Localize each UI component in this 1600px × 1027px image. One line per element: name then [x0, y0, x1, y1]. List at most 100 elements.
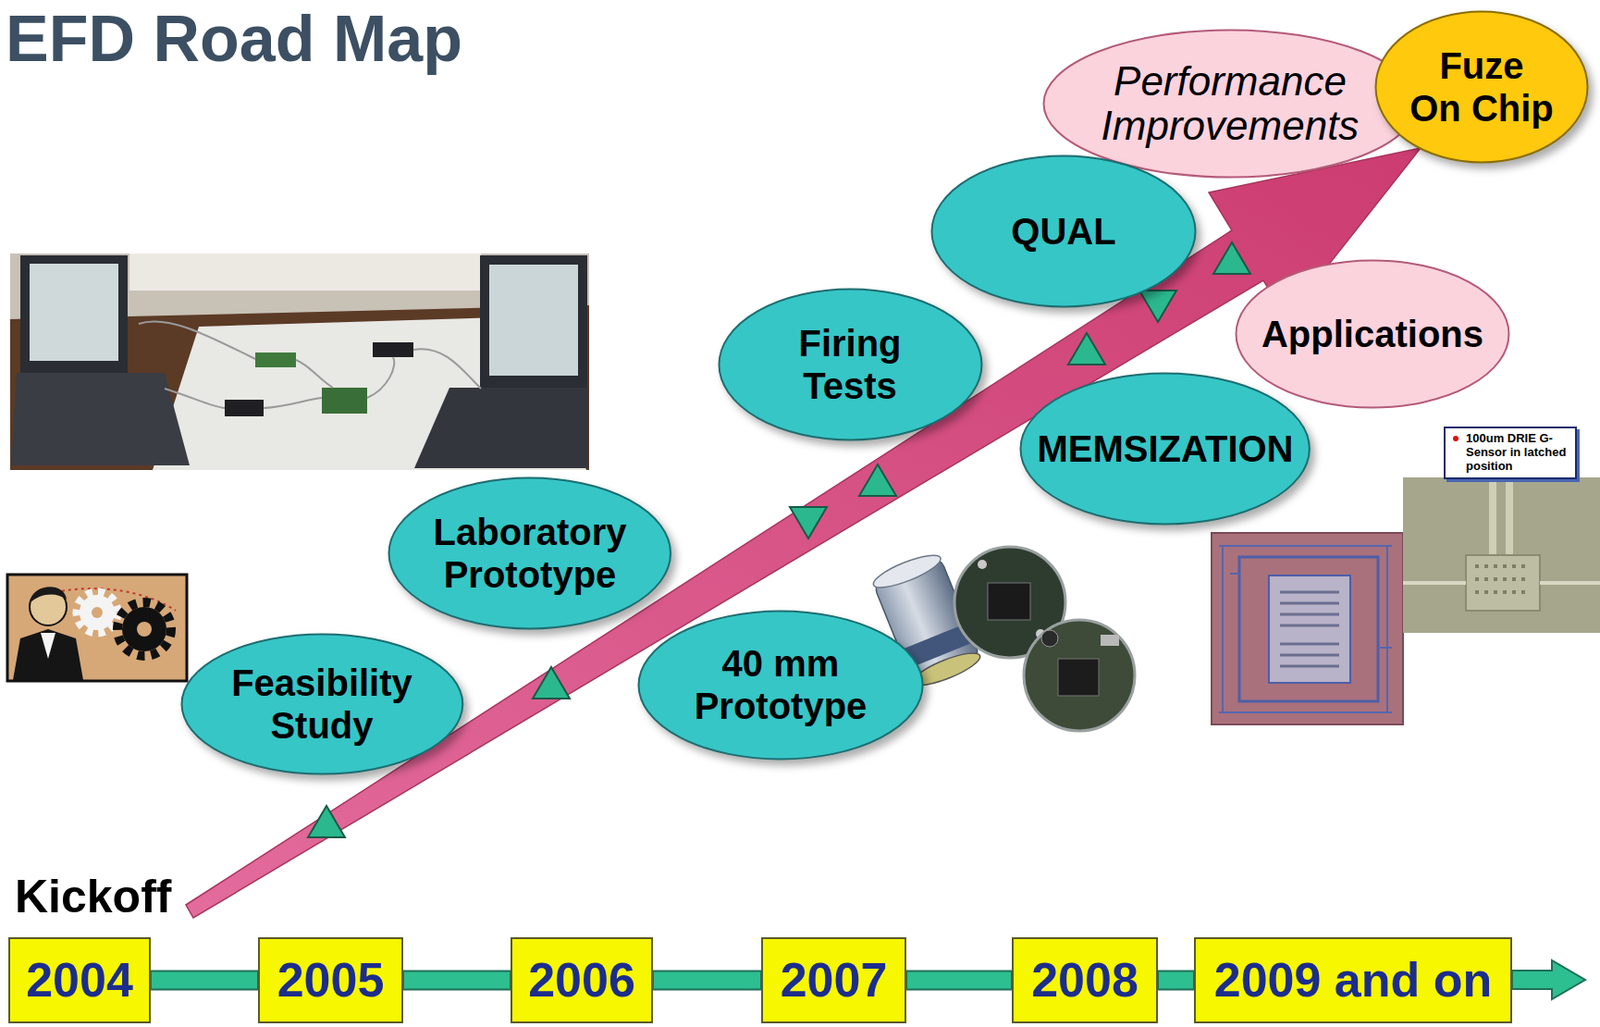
laptop-base	[11, 372, 190, 466]
bar-body	[403, 971, 511, 990]
circuit-board	[321, 387, 368, 414]
icon-frame	[7, 574, 187, 681]
year-box: 2008	[1011, 936, 1158, 1023]
cylinder-top	[870, 549, 945, 594]
circuit-disc	[1023, 619, 1135, 731]
chip-traces	[1218, 545, 1392, 713]
usb-dongle	[372, 342, 414, 357]
node-text-group: 2009 and on	[1214, 952, 1493, 1009]
node-text-group: 2005	[277, 952, 385, 1009]
mems-chip	[1211, 532, 1404, 725]
image-caption-box: 100um DRIE G-Sensor in latched position	[1443, 426, 1577, 480]
node-text-group: QUAL	[1010, 209, 1116, 253]
disc-board	[1023, 619, 1135, 731]
circuit-board	[255, 352, 296, 368]
phase-label: 40 mm Prototype	[674, 641, 887, 727]
sensor-mass	[1465, 554, 1540, 611]
disc-chip	[1058, 658, 1099, 696]
node-text-group: Firing Tests	[775, 321, 924, 407]
year-box: 2009 and on	[1193, 936, 1513, 1023]
node-text-group: 2007	[780, 952, 888, 1009]
sensor-rail	[1403, 580, 1600, 585]
photo-window	[129, 253, 481, 291]
ellipse-shape	[638, 610, 923, 759]
g-sensor-photo	[1403, 477, 1600, 633]
diagram-title: EFD Road Map	[5, 1, 463, 76]
phase-label: Performance Improvements	[1091, 59, 1369, 149]
timeline-bar	[403, 971, 511, 990]
sensor-image	[1403, 477, 1600, 633]
disc-chip	[987, 582, 1031, 620]
node-text-group: MEMSIZATION	[1036, 427, 1293, 470]
laptop-screen	[20, 255, 128, 373]
bullet-mark	[1452, 435, 1459, 442]
phase-label: Fuze On Chip	[1409, 44, 1555, 130]
sensor-beam	[1505, 477, 1514, 561]
ellipse-outline	[637, 609, 924, 761]
bar-body	[906, 971, 1012, 990]
year-label: 2004	[25, 952, 134, 1009]
milestone-triangle	[1213, 242, 1251, 274]
milestone-triangle	[307, 805, 345, 837]
phase-ellipse: Feasibility Study	[180, 632, 465, 776]
node-text-group: Feasibility Study	[220, 661, 424, 747]
ellipse-shape	[932, 156, 1196, 308]
caption-text: 100um DRIE G-Sensor in latched position	[1465, 431, 1570, 474]
timeline-bar	[1157, 971, 1194, 990]
circuit-disc	[954, 546, 1066, 658]
milestone-triangle	[532, 666, 570, 699]
chip-comb	[1280, 591, 1340, 666]
phase-label: MEMSIZATION	[1036, 427, 1293, 470]
phase-ellipse: 40 mm Prototype	[637, 609, 924, 761]
laptop-base	[414, 387, 589, 468]
sensor-holes	[1475, 566, 1531, 592]
ellipse-outline	[717, 287, 984, 442]
year-label: 2009 and on	[1214, 952, 1493, 1009]
gear-white-teeth	[76, 591, 118, 633]
sensor-beam	[1489, 477, 1497, 561]
gear-hole	[91, 606, 103, 618]
disc-part	[1041, 629, 1059, 647]
node-text-group: 2008	[1031, 952, 1139, 1009]
milestone-triangle	[789, 506, 827, 539]
ellipse-shape	[181, 634, 463, 775]
phase-label: Applications	[1261, 312, 1484, 356]
person-suit	[12, 628, 84, 680]
phase-label: QUAL	[1010, 209, 1116, 253]
ellipse-outline	[1374, 10, 1589, 164]
lab-photo	[10, 253, 590, 470]
ellipse-shape	[718, 289, 982, 441]
phase-label: Firing Tests	[775, 321, 924, 407]
timeline-bar	[906, 971, 1012, 990]
phase-label: Feasibility Study	[220, 661, 424, 747]
person-hair	[29, 586, 67, 604]
ellipse-shape	[1021, 373, 1310, 525]
year-box: 2005	[258, 936, 404, 1023]
laptop-screen	[480, 255, 588, 388]
milestone-ellipse: Applications	[1234, 258, 1511, 409]
phase-label: Laboratory Prototype	[423, 510, 637, 596]
laptop-display	[29, 263, 119, 361]
year-box: 2007	[761, 936, 907, 1023]
year-box: 2006	[510, 936, 653, 1023]
timeline-arrowhead	[1512, 960, 1586, 999]
timeline-bar	[150, 971, 259, 990]
ellipse-shape	[1236, 260, 1510, 408]
laptop-display	[489, 264, 579, 376]
photo-wall	[10, 253, 590, 470]
timeline-bar	[652, 971, 762, 990]
milestone-triangle	[859, 464, 897, 496]
year-box: 2004	[8, 936, 151, 1023]
gear-black	[122, 606, 167, 652]
year-label: 2006	[528, 952, 636, 1009]
gear-hole	[136, 621, 152, 637]
phase-ellipse: QUAL	[930, 154, 1197, 308]
ellipse-outline	[387, 476, 673, 630]
bar-body	[150, 971, 259, 990]
start-label: Kickoff	[14, 869, 172, 924]
node-text-group: 40 mm Prototype	[674, 641, 887, 727]
bar-body	[652, 971, 762, 990]
engineer-icon	[7, 574, 187, 681]
milestone-triangle	[1068, 332, 1106, 365]
